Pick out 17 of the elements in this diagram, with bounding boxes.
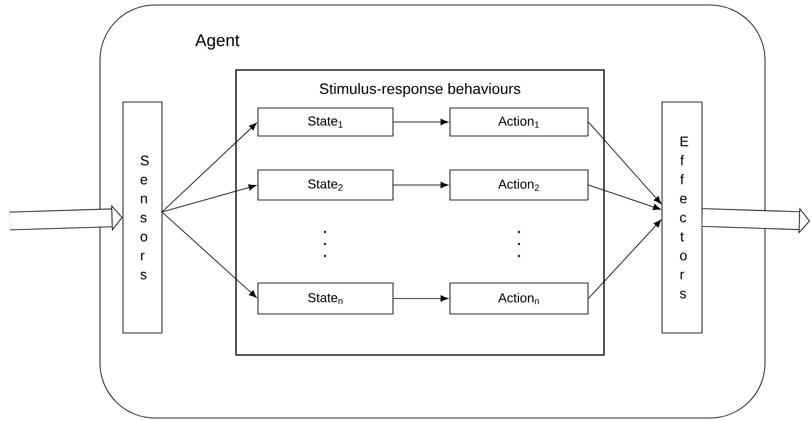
arrow: [162, 122, 257, 212]
arrow: [588, 122, 662, 204]
process-box: State$_{n}$: [258, 282, 394, 314]
arrow: [162, 184, 256, 212]
process-box: Action$_{n}$: [450, 282, 588, 314]
process-box: Action$_{1}$: [450, 108, 588, 136]
component-bar: Effectors: [662, 102, 702, 334]
process-box: Action$_{2}$: [450, 170, 588, 200]
process-box: State$_{1}$: [258, 108, 394, 136]
arrow: [162, 212, 257, 298]
process-box: State$_{2}$: [258, 170, 394, 200]
arrow: [588, 184, 661, 210]
arrow: [588, 220, 662, 299]
component-bar: Sensors: [122, 102, 162, 334]
arrow: [393, 118, 448, 126]
arrow: [393, 295, 448, 302]
arrow: [393, 182, 448, 188]
